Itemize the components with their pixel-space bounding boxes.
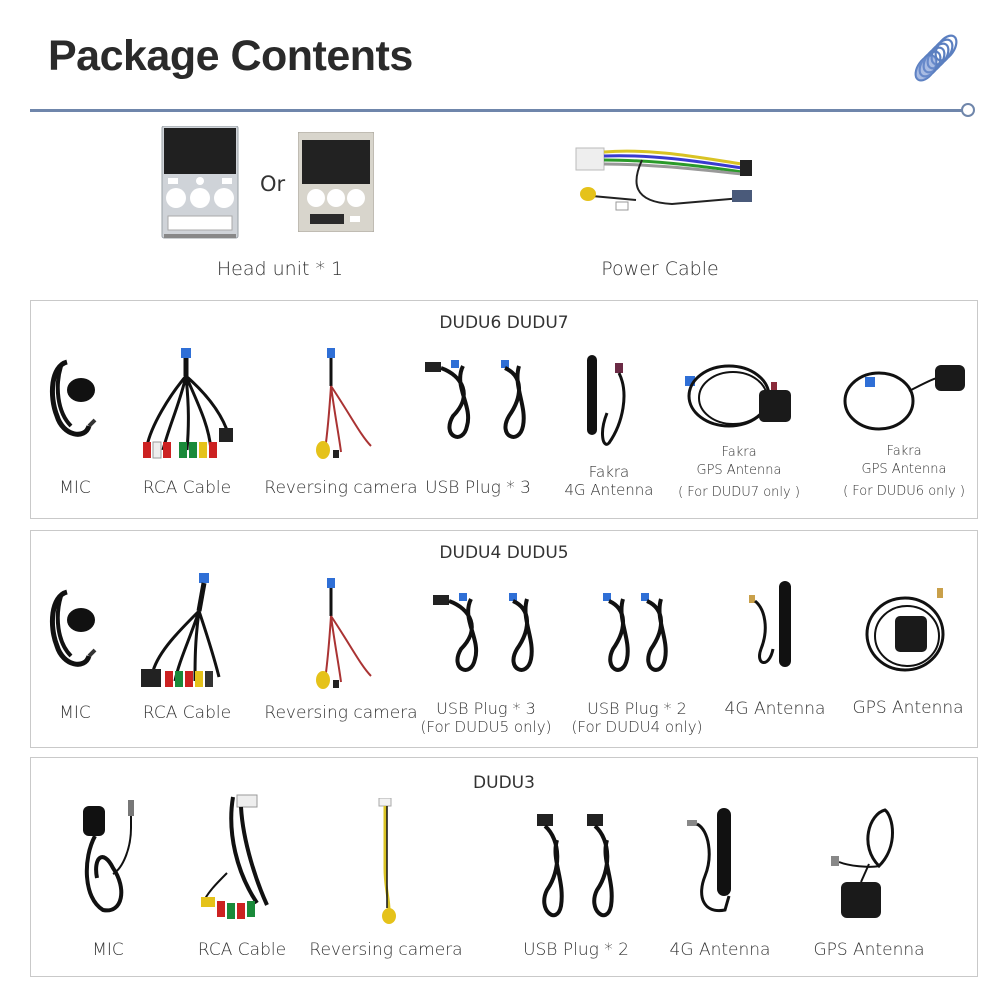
spring-coil-icon [912, 34, 964, 84]
item-4g-antenna: 4G Antenna [725, 579, 825, 719]
panel-title: DUDU3 [473, 773, 535, 793]
item-fakra-gps-antenna-dudu6: Fakra GPS Antenna ( For DUDU6 only ) [839, 361, 969, 499]
microphone-icon [83, 800, 134, 913]
item-reversing-camera: Reversing camera [264, 576, 418, 723]
4g-antenna-icon [687, 808, 731, 913]
4g-antenna-icon [749, 581, 791, 667]
rca-cable-icon [143, 348, 233, 459]
panel-dudu6-dudu7: DUDU6 DUDU7 MIC RCA Cable Reversin [30, 300, 978, 519]
reversing-camera-cable-icon [378, 798, 396, 924]
gps-antenna-icon [865, 588, 945, 672]
4g-antenna-icon [587, 355, 626, 446]
item-usb-plug-x2: USB Plug * 2 (For DUDU4 only) [571, 589, 703, 736]
item-mic: MIC [45, 356, 105, 498]
power-cable-label: Power Cable [601, 258, 719, 280]
usb-plug-icon [537, 814, 614, 918]
rca-cable-icon [141, 573, 221, 687]
panel-title: DUDU6 DUDU7 [439, 313, 569, 333]
gps-antenna-icon [831, 808, 894, 918]
or-label: Or [260, 172, 286, 196]
reversing-camera-cable-icon [316, 578, 372, 689]
rca-cable-icon [201, 794, 269, 919]
gps-antenna-icon [685, 364, 791, 428]
item-usb-plug: USB Plug * 3 [423, 356, 533, 498]
header-divider [30, 109, 964, 112]
item-fakra-4g-antenna: Fakra 4G Antenna [564, 353, 654, 499]
head-unit-champagne-image [298, 132, 374, 232]
microphone-icon [49, 589, 97, 667]
head-unit-label: Head unit * 1 [216, 258, 344, 280]
head-unit-silver-image [160, 126, 240, 242]
divider-end-circle [961, 103, 975, 117]
item-gps-antenna: GPS Antenna [813, 806, 925, 960]
panel-dudu3: DUDU3 MIC RCA Cable Reversing camera [30, 757, 978, 977]
page-title: Package Contents [48, 32, 413, 80]
item-rca-cable: RCA Cable [139, 346, 235, 498]
reversing-camera-cable-icon [316, 348, 372, 459]
power-cable-image [572, 142, 762, 218]
item-4g-antenna: 4G Antenna [670, 806, 770, 960]
item-mic: MIC [73, 798, 143, 960]
item-rca-cable: RCA Cable [139, 571, 235, 723]
microphone-icon [49, 359, 97, 437]
item-usb-plug-x2: USB Plug * 2 [523, 810, 629, 960]
usb-plug-icon [603, 593, 668, 672]
item-usb-plug-x3: USB Plug * 3 (For DUDU5 only) [420, 589, 552, 736]
panel-dudu4-dudu5: DUDU4 DUDU5 MIC RCA Cable Reversing came… [30, 530, 978, 748]
usb-plug-icon [433, 593, 534, 672]
item-rca-cable: RCA Cable [197, 793, 287, 960]
item-gps-antenna: GPS Antenna [852, 586, 964, 718]
item-reversing-camera: Reversing camera [264, 346, 418, 498]
usb-plug-icon [425, 360, 526, 439]
item-reversing-camera: Reversing camera [309, 798, 463, 960]
gps-antenna-icon [843, 365, 965, 431]
item-mic: MIC [45, 586, 105, 723]
item-fakra-gps-antenna-dudu7: Fakra GPS Antenna ( For DUDU7 only ) [678, 356, 800, 500]
panel-title: DUDU4 DUDU5 [439, 543, 569, 563]
